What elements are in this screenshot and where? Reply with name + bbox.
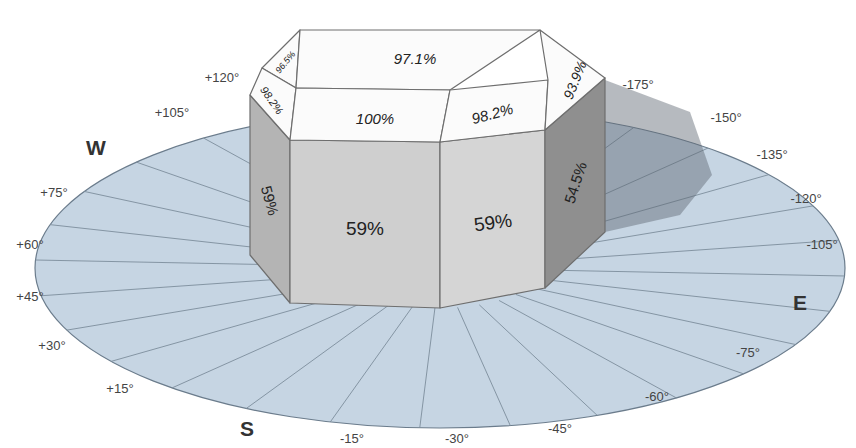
angle-label: +15° [106, 382, 133, 395]
radial-line [541, 270, 844, 276]
angle-label: +45° [16, 290, 43, 303]
angle-label: -105° [806, 238, 837, 251]
radial-line [458, 307, 511, 425]
building-shadow [605, 80, 712, 232]
percentage-value: 59% [473, 210, 513, 234]
roof-face: 98.2% [440, 80, 548, 142]
disk-ground [35, 108, 845, 428]
roof-face: 98.2% [250, 68, 296, 140]
angle-label: -120° [790, 192, 821, 205]
angle-label: -60° [645, 390, 669, 403]
compass-letter: W [86, 137, 106, 158]
radial-line [172, 298, 373, 388]
percentage-value: 100% [356, 111, 394, 126]
radial-line [479, 305, 597, 416]
angle-label: +30° [38, 339, 65, 352]
angle-label: -15° [340, 432, 364, 445]
radial-line [499, 300, 676, 397]
compass-letter: E [793, 292, 807, 313]
face-polygon [250, 68, 296, 140]
angle-label: -30° [445, 432, 469, 445]
compass-letter: S [240, 418, 254, 439]
face-polygon [540, 30, 605, 130]
roof-face: 100% [290, 88, 450, 142]
face-polygon [440, 130, 545, 308]
face-polygon [290, 88, 450, 142]
percentage-value: 59% [346, 219, 384, 238]
face-polygon [440, 80, 548, 142]
angle-label: +120° [205, 71, 239, 84]
angle-label: +105° [155, 106, 189, 119]
angle-label: -150° [710, 111, 741, 124]
radial-line [529, 287, 796, 344]
radial-line [420, 308, 435, 428]
radial-line [246, 303, 391, 408]
radial-line [537, 279, 829, 312]
face-polygon [290, 140, 440, 308]
roof-face: 97.1% [296, 30, 540, 90]
wall-face: 59% [290, 140, 440, 308]
angle-label: -75° [736, 346, 760, 359]
radial-line [516, 294, 744, 373]
roof-face: 93.9% [540, 30, 605, 130]
angle-label: -135° [756, 148, 787, 161]
percentage-value: 97.1% [394, 51, 437, 66]
radial-line [330, 307, 412, 423]
wall-face: 59% [440, 130, 545, 308]
radial-lines [36, 108, 845, 428]
angle-label: -175° [622, 78, 653, 91]
angle-label: -45° [548, 422, 572, 435]
angle-label: +60° [16, 238, 43, 251]
angle-label: +75° [40, 186, 67, 199]
face-polygon [296, 30, 540, 90]
